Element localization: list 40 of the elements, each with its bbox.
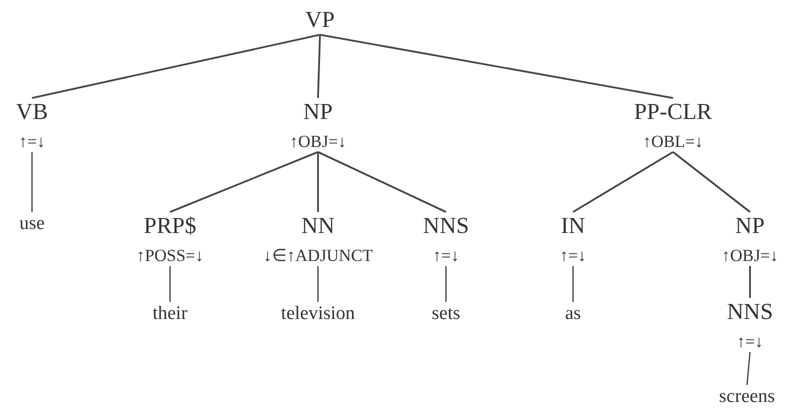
category-label: NN xyxy=(301,212,335,240)
annotation-label: ↓∈↑ADJUNCT xyxy=(263,244,373,266)
tree-branch xyxy=(31,152,33,212)
tree-branch xyxy=(572,266,574,302)
annotation-label: ↑OBL=↓ xyxy=(642,130,704,152)
category-label: NNS xyxy=(423,212,469,240)
category-label: PRP$ xyxy=(144,212,196,240)
word-label: use xyxy=(19,212,45,236)
category-label: NNS xyxy=(727,298,773,326)
tree-branch xyxy=(320,34,674,99)
category-label: NP xyxy=(735,212,765,240)
category-label: VP xyxy=(305,6,335,35)
tree-branch xyxy=(318,151,446,213)
tree-branch xyxy=(672,151,751,213)
annotation-label: ↑OBJ=↓ xyxy=(722,244,778,266)
word-label: as xyxy=(565,302,581,326)
word-label: television xyxy=(281,302,355,326)
category-label: IN xyxy=(560,212,586,240)
annotation-label: ↑=↓ xyxy=(736,330,764,352)
annotation-label: ↑OBJ=↓ xyxy=(290,130,346,152)
category-label: VB xyxy=(16,98,48,126)
tree-branch xyxy=(32,34,320,99)
annotation-label: ↑POSS=↓ xyxy=(136,244,204,266)
annotation-label: ↑=↓ xyxy=(18,130,46,152)
annotation-label: ↑=↓ xyxy=(432,244,460,266)
tree-branch xyxy=(746,352,751,386)
tree-branch xyxy=(317,152,319,212)
category-label: NP xyxy=(303,98,333,126)
tree-branch xyxy=(317,266,319,302)
tree-branch xyxy=(317,34,321,98)
tree-branch xyxy=(572,151,674,213)
tree-branch xyxy=(749,266,751,298)
word-label: their xyxy=(152,302,188,326)
tree-branch xyxy=(170,151,318,213)
word-label: screens xyxy=(719,385,775,409)
annotation-label: ↑=↓ xyxy=(560,244,586,266)
category-label: PP-CLR xyxy=(634,98,712,126)
word-label: sets xyxy=(432,302,460,326)
tree-branch xyxy=(169,266,171,302)
tree-branch xyxy=(445,266,447,302)
